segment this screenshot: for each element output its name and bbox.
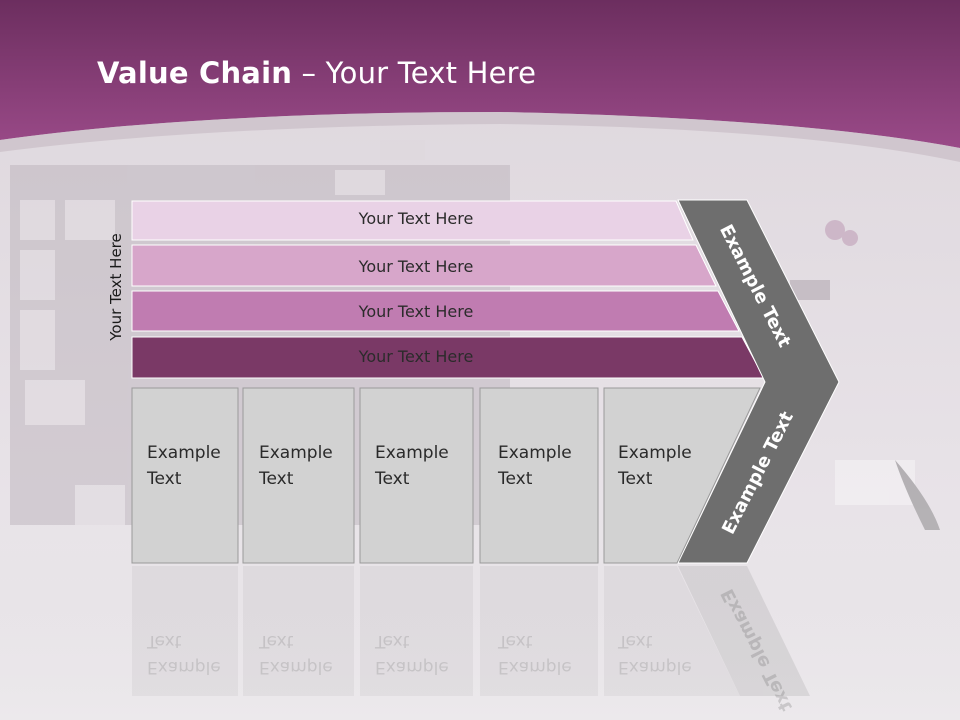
box-3-refl-line1: Example xyxy=(375,657,449,677)
box-1-refl-line2: Text xyxy=(147,631,182,651)
box-2-reflection: Example Text xyxy=(259,628,333,680)
value-arrow[interactable] xyxy=(677,199,840,564)
bar-1-label: Your Text Here xyxy=(358,209,474,228)
box-1-reflection: Example Text xyxy=(147,628,221,680)
side-label: Your Text Here xyxy=(107,233,125,341)
box-5-refl-line1: Example xyxy=(618,657,692,677)
box-5[interactable] xyxy=(603,387,761,564)
bar-2-label: Your Text Here xyxy=(358,257,474,276)
box-2-refl-line1: Example xyxy=(259,657,333,677)
bar-1[interactable] xyxy=(131,200,694,241)
bar-3-label: Your Text Here xyxy=(358,302,474,321)
box-4-refl-line2: Text xyxy=(498,631,533,651)
vase-decoration xyxy=(790,220,940,530)
box-2[interactable] xyxy=(242,387,355,564)
box-3[interactable] xyxy=(359,387,474,564)
box-3-refl-line2: Text xyxy=(375,631,410,651)
box-2-line1: Example xyxy=(259,443,333,463)
box-5-line2: Text xyxy=(618,469,653,489)
box-3-reflection: Example Text xyxy=(375,628,449,680)
box-1[interactable] xyxy=(131,387,239,564)
box-2-line2: Text xyxy=(259,469,294,489)
box-3-line2: Text xyxy=(375,469,410,489)
bar-3[interactable] xyxy=(131,290,740,332)
box-3-line1: Example xyxy=(375,443,449,463)
title-bold: Value Chain xyxy=(97,56,293,90)
title-rest: – Your Text Here xyxy=(292,56,537,90)
box-2-refl-line2: Text xyxy=(259,631,294,651)
box-1-refl-line1: Example xyxy=(147,657,221,677)
box-5-reflection: Example Text xyxy=(618,628,692,680)
box-1-line2: Text xyxy=(147,469,182,489)
box-1-line1: Example xyxy=(147,443,221,463)
box-5-line1: Example xyxy=(618,443,692,463)
box-4-line2: Text xyxy=(498,469,533,489)
box-4-line1: Example xyxy=(498,443,572,463)
bar-2[interactable] xyxy=(131,244,717,287)
reflection xyxy=(132,566,810,696)
box-4-refl-line1: Example xyxy=(498,657,572,677)
bar-4-label: Your Text Here xyxy=(358,347,474,366)
box-4-reflection: Example Text xyxy=(498,628,572,680)
box-4[interactable] xyxy=(479,387,599,564)
page-title: Value Chain – Your Text Here xyxy=(97,56,536,90)
box-5-refl-line2: Text xyxy=(618,631,653,651)
